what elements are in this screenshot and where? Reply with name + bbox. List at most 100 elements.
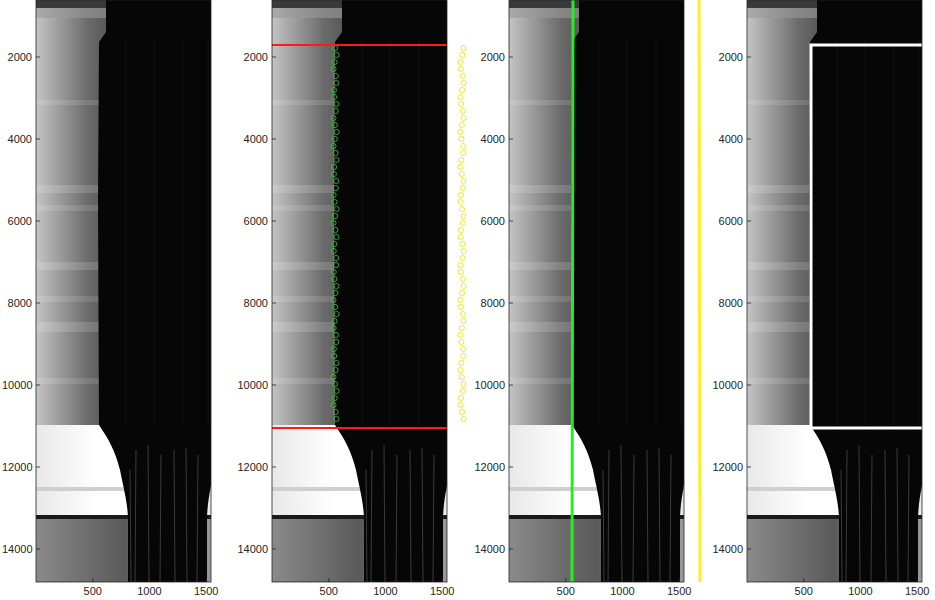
y-tick-label: 12000 <box>474 461 505 473</box>
y-tick-label: 2000 <box>8 51 32 63</box>
axis-tick <box>36 385 40 386</box>
axis-tick <box>860 578 861 582</box>
edge-point <box>331 171 336 176</box>
edge-point <box>332 318 337 323</box>
edge-point <box>458 262 463 267</box>
edge-point <box>332 381 337 386</box>
edge-point <box>461 80 466 85</box>
edge-point <box>333 150 338 155</box>
edge-point <box>458 402 463 407</box>
edge-point <box>459 374 464 379</box>
axis-tick <box>622 578 623 582</box>
y-tick-label: 6000 <box>244 215 268 227</box>
edge-point <box>458 367 463 372</box>
edge-point <box>459 192 464 197</box>
axis-tick <box>206 578 207 582</box>
edge-point <box>459 171 464 176</box>
y-tick-label: 10000 <box>237 379 268 391</box>
x-tick-label: 1500 <box>905 585 929 597</box>
edge-point <box>460 220 465 225</box>
edge-point <box>331 402 336 407</box>
y-tick-label: 10000 <box>712 379 743 391</box>
edge-point <box>461 353 466 358</box>
edge-point <box>459 339 464 344</box>
edge-point <box>334 52 339 57</box>
edge-point <box>332 241 337 246</box>
edge-point <box>332 213 337 218</box>
edge-circles <box>331 45 466 421</box>
y-tick-label: 12000 <box>2 461 33 473</box>
edge-point <box>461 150 466 155</box>
edge-point <box>459 395 464 400</box>
axis-tick <box>36 57 40 58</box>
edge-point <box>461 248 466 253</box>
edge-point <box>458 59 463 64</box>
edge-point <box>459 87 464 92</box>
axis-tick <box>747 467 751 468</box>
edge-point <box>461 143 466 148</box>
axis-tick <box>272 57 276 58</box>
edge-point <box>334 101 339 106</box>
axis-tick <box>509 57 513 58</box>
y-tick-label: 6000 <box>719 215 743 227</box>
edge-point <box>461 346 466 351</box>
image-panel <box>509 0 700 582</box>
edge-point <box>334 360 339 365</box>
edge-point <box>459 304 464 309</box>
image-panel <box>272 0 466 582</box>
y-tick-label: 8000 <box>8 297 32 309</box>
axis-tick <box>803 578 804 582</box>
axis-tick <box>509 385 513 386</box>
axis-tick <box>442 578 443 582</box>
edge-point <box>459 290 464 295</box>
axis-tick <box>747 221 751 222</box>
axis-tick <box>328 578 329 582</box>
edge-point <box>331 269 336 274</box>
crop-line <box>272 44 447 46</box>
edge-point <box>461 318 466 323</box>
edge-point <box>332 136 337 141</box>
edge-point <box>334 206 339 211</box>
image-panel <box>747 0 935 582</box>
edge-point <box>331 143 336 148</box>
edge-point <box>333 185 338 190</box>
axis-tick <box>509 221 513 222</box>
edge-point <box>334 129 339 134</box>
y-tick-label: 14000 <box>712 543 743 555</box>
axis-tick <box>565 578 566 582</box>
y-tick-label: 4000 <box>481 133 505 145</box>
x-tick-label: 1000 <box>848 585 872 597</box>
edge-point <box>333 409 338 414</box>
edge-point <box>331 374 336 379</box>
y-tick-label: 10000 <box>474 379 505 391</box>
edge-point <box>333 108 338 113</box>
edge-point <box>334 234 339 239</box>
edge-point <box>459 325 464 330</box>
edge-point <box>458 234 463 239</box>
y-tick-label: 8000 <box>481 297 505 309</box>
edge-point <box>460 255 465 260</box>
edge-point <box>458 129 463 134</box>
y-tick-label: 8000 <box>719 297 743 309</box>
y-tick-label: 8000 <box>244 297 268 309</box>
axis-tick <box>36 303 40 304</box>
axis-tick <box>272 385 276 386</box>
edge-fit-line <box>572 0 573 582</box>
edge-point <box>331 346 336 351</box>
edge-point <box>458 227 463 232</box>
edge-point <box>333 367 338 372</box>
edge-point <box>333 304 338 309</box>
axis-tick <box>272 549 276 550</box>
axis-tick <box>36 221 40 222</box>
edge-point <box>460 276 465 281</box>
edge-point <box>460 241 465 246</box>
y-tick-label: 4000 <box>8 133 32 145</box>
edge-point <box>458 94 463 99</box>
edge-fit-line <box>699 0 700 582</box>
edge-point <box>334 178 339 183</box>
axis-ticks <box>36 57 917 582</box>
axis-tick <box>747 57 751 58</box>
axis-tick <box>36 467 40 468</box>
axis-tick <box>272 467 276 468</box>
